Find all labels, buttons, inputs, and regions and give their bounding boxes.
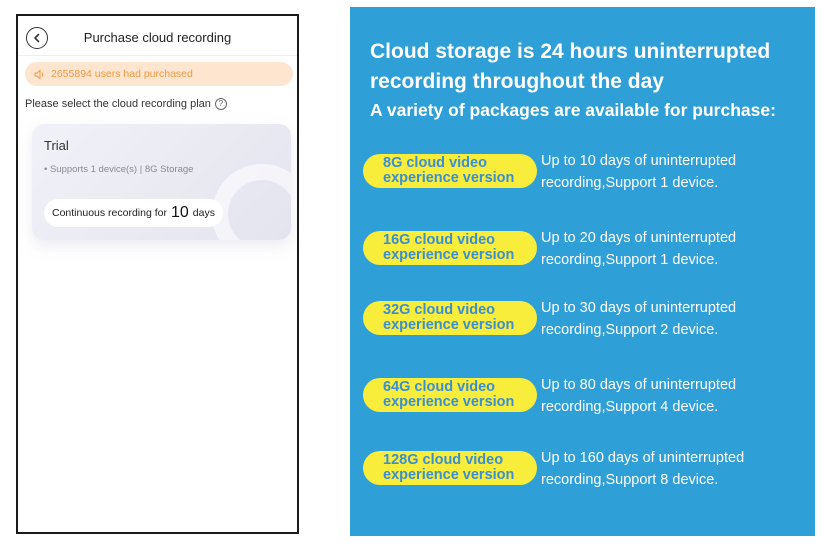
promo-subheadline: A variety of packages are available for … (370, 100, 776, 120)
package-title-line2: experience version (383, 317, 515, 333)
package-badge: 16G cloud video experience version (363, 231, 537, 265)
plan-prompt-text: Please select the cloud recording plan (25, 98, 211, 110)
duration-prefix: Continuous recording for (52, 207, 167, 219)
package-item: 8G cloud video experience version Up to … (363, 150, 813, 200)
package-item: 16G cloud video experience version Up to… (363, 227, 813, 277)
phone-screen: Purchase cloud recording 2655894 users h… (16, 14, 299, 534)
duration-unit: days (192, 207, 215, 219)
package-badge: 32G cloud video experience version (363, 301, 537, 335)
package-description: Up to 160 days of uninterrupted recordin… (541, 447, 811, 491)
package-title-line1: 16G cloud video (383, 232, 495, 248)
help-icon[interactable]: ? (214, 98, 227, 110)
package-desc-line1: Up to 30 days of uninterrupted (541, 300, 737, 316)
card-decoration (212, 164, 291, 240)
package-desc-line1: Up to 80 days of uninterrupted (541, 377, 737, 393)
package-desc-line2: recording,Support 1 device. (541, 252, 719, 268)
package-desc-line2: recording,Support 4 device. (541, 399, 719, 415)
speaker-icon (34, 68, 46, 80)
plan-name: Trial (44, 138, 69, 153)
package-desc-line1: Up to 160 days of uninterrupted (541, 450, 745, 466)
package-desc-line2: recording,Support 8 device. (541, 472, 719, 488)
promo-headline: Cloud storage is 24 hours uninterrupted … (370, 40, 771, 93)
package-title-line2: experience version (383, 170, 515, 186)
package-desc-line1: Up to 10 days of uninterrupted (541, 153, 737, 169)
plan-duration-pill: Continuous recording for 10 days (44, 199, 223, 227)
package-desc-line1: Up to 20 days of uninterrupted (541, 230, 737, 246)
package-item: 32G cloud video experience version Up to… (363, 297, 813, 347)
top-bar: Purchase cloud recording (18, 16, 297, 56)
package-badge: 64G cloud video experience version (363, 378, 537, 412)
package-title-line1: 64G cloud video (383, 379, 495, 395)
package-desc-line2: recording,Support 2 device. (541, 322, 719, 338)
purchase-notice-banner: 2655894 users had purchased (25, 62, 293, 86)
promo-panel: Cloud storage is 24 hours uninterrupted … (350, 7, 815, 536)
package-description: Up to 10 days of uninterrupted recording… (541, 150, 811, 194)
package-title-line1: 32G cloud video (383, 302, 495, 318)
package-description: Up to 30 days of uninterrupted recording… (541, 297, 811, 341)
package-item: 128G cloud video experience version Up t… (363, 447, 813, 497)
plan-card-trial[interactable]: Trial • Supports 1 device(s) | 8G Storag… (32, 124, 291, 240)
package-desc-line2: recording,Support 1 device. (541, 175, 719, 191)
package-title-line2: experience version (383, 247, 515, 263)
package-description: Up to 20 days of uninterrupted recording… (541, 227, 811, 271)
notice-text: 2655894 users had purchased (51, 68, 193, 80)
back-arrow-icon (34, 33, 40, 43)
package-badge: 8G cloud video experience version (363, 154, 537, 188)
back-button[interactable] (26, 27, 48, 49)
package-item: 64G cloud video experience version Up to… (363, 374, 813, 424)
page-title: Purchase cloud recording (83, 30, 232, 45)
duration-value: 10 (170, 204, 189, 221)
package-description: Up to 80 days of uninterrupted recording… (541, 374, 811, 418)
package-title-line1: 8G cloud video (383, 155, 487, 171)
plan-specs: • Supports 1 device(s) | 8G Storage (44, 164, 194, 175)
package-badge: 128G cloud video experience version (363, 451, 537, 485)
package-title-line1: 128G cloud video (383, 452, 504, 468)
package-title-line2: experience version (383, 467, 515, 483)
plan-prompt: Please select the cloud recording plan ? (25, 98, 227, 110)
package-title-line2: experience version (383, 394, 515, 410)
plan-specs-text: Supports 1 device(s) | 8G Storage (49, 164, 194, 175)
